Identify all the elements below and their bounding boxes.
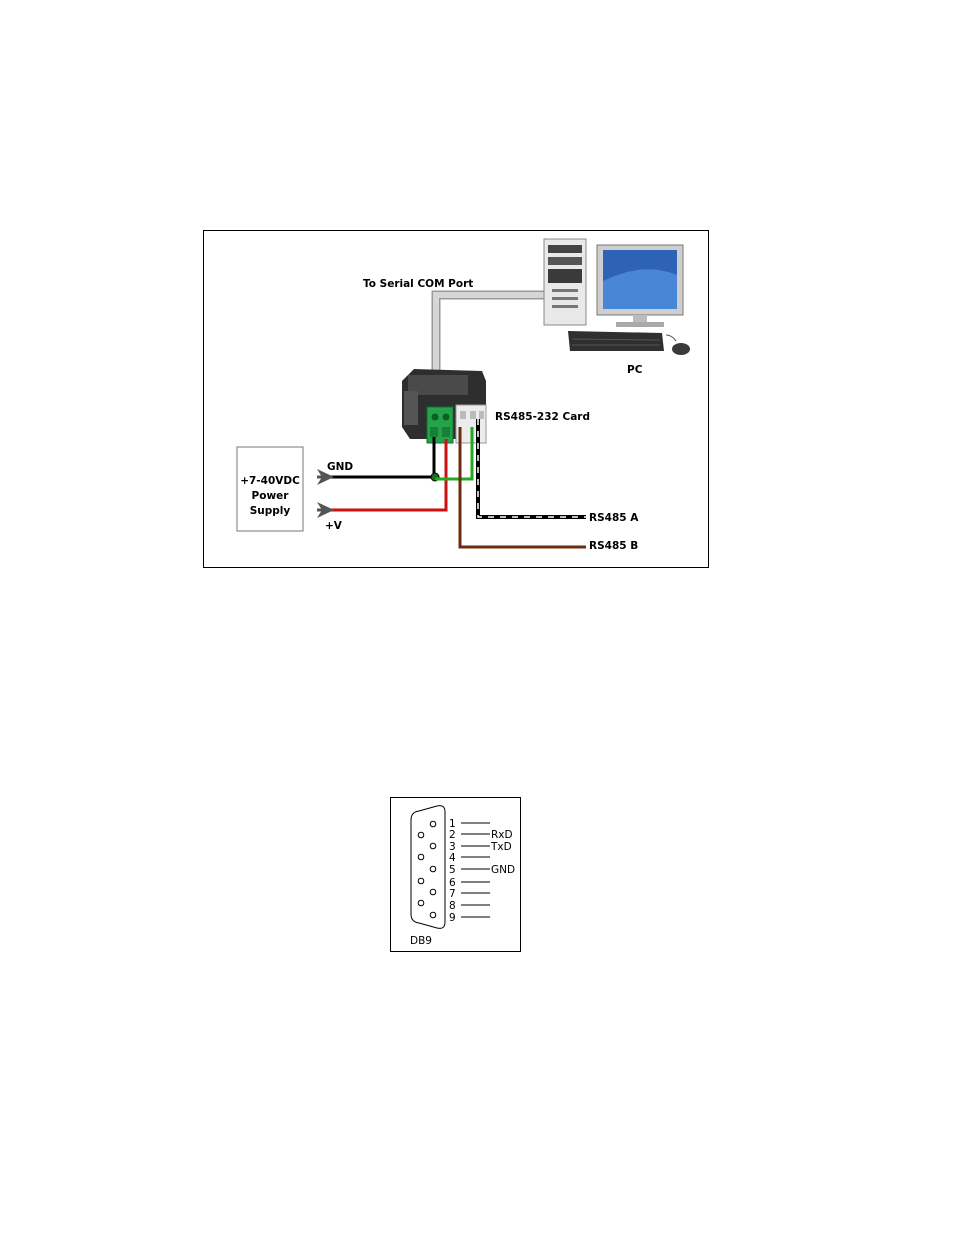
serial-cable — [436, 295, 548, 371]
serial-port-label: To Serial COM Port — [363, 278, 473, 290]
pin-signal: TxD — [490, 841, 512, 853]
pin-number: 2 — [449, 829, 456, 841]
power-supply-label-2: Power — [252, 490, 290, 502]
power-supply-label-3: Supply — [250, 505, 291, 517]
pin-number: 9 — [449, 912, 456, 924]
rs485-a-label: RS485 A — [589, 512, 639, 524]
power-arrow-icon — [317, 469, 334, 518]
rs485-b-label: RS485 B — [589, 540, 638, 552]
pin-number: 8 — [449, 900, 456, 912]
card-label: RS485-232 Card — [495, 411, 590, 423]
pc-label: PC — [627, 364, 643, 376]
pin-signal: GND — [491, 864, 515, 876]
db9-pin-holes — [418, 821, 436, 918]
db9-connector-outline — [411, 806, 445, 929]
gnd-label: GND — [327, 461, 353, 473]
plus-v-label: +V — [325, 520, 343, 532]
pin-signal: RxD — [491, 829, 513, 841]
desktop-computer-icon — [544, 239, 690, 355]
pin-number: 7 — [449, 888, 456, 900]
db9-title: DB9 — [410, 935, 432, 947]
pin-number: 4 — [449, 852, 456, 864]
db9-pinout-diagram: 1 2 RxD 3 TxD 4 5 GND 6 7 8 9 — [390, 797, 521, 952]
power-supply-label-1: +7-40VDC — [240, 475, 300, 487]
pin-number: 5 — [449, 864, 456, 876]
wiring-diagram: +7-40VDC Power Supply To Serial COM Port… — [203, 230, 709, 568]
wiring-diagram-canvas: +7-40VDC Power Supply To Serial COM Port… — [204, 231, 708, 567]
power-supply: +7-40VDC Power Supply — [237, 447, 303, 531]
db9-pin-rows: 1 2 RxD 3 TxD 4 5 GND 6 7 8 9 — [449, 818, 515, 924]
db9-canvas: 1 2 RxD 3 TxD 4 5 GND 6 7 8 9 — [391, 798, 520, 951]
